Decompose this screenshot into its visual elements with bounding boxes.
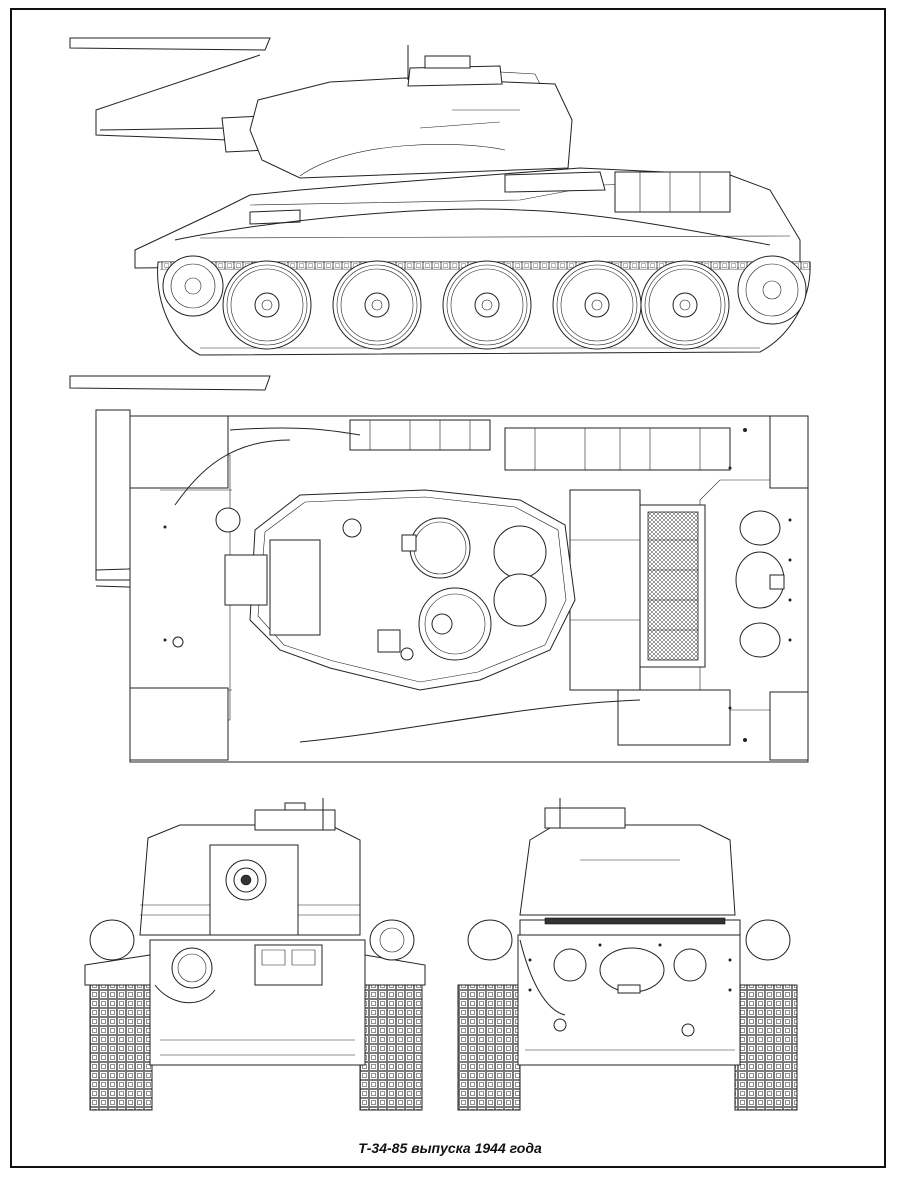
rear-view	[457, 798, 798, 1111]
side-view	[69, 37, 811, 356]
drawing-frame	[10, 8, 886, 1168]
top-view	[69, 375, 809, 763]
drawing-caption: Т-34-85 выпуска 1944 года	[358, 1140, 542, 1156]
front-view	[84, 798, 426, 1111]
